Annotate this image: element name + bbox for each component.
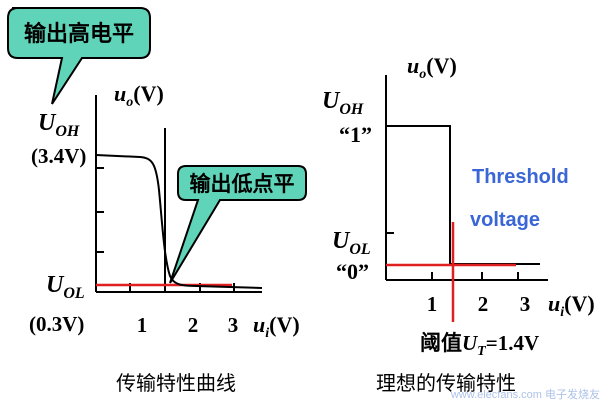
left-x-tick-label-2: 2 bbox=[188, 313, 199, 337]
right-x-tick-label-1: 1 bbox=[427, 292, 438, 316]
left-x-axis-unit: (V) bbox=[269, 312, 300, 337]
threshold-symbol: U bbox=[462, 331, 479, 355]
right-x-tick-label-3: 3 bbox=[520, 292, 531, 316]
left-uoh-subscript: OH bbox=[55, 123, 80, 140]
left-y-axis-symbol: u bbox=[114, 81, 126, 106]
threshold-text-line2: voltage bbox=[470, 209, 540, 231]
right-uoh-subscript: OH bbox=[339, 101, 364, 118]
right-caption: 理想的传输特性 bbox=[376, 372, 516, 395]
right-x-axis-label: ui(V) bbox=[548, 291, 595, 320]
right-y-axis-symbol: u bbox=[407, 53, 419, 78]
left-uoh-value: (3.4V) bbox=[31, 144, 86, 168]
right-ideal-step-curve bbox=[386, 125, 540, 265]
right-ideal-curve-panel: uo(V) UOH “1” UOL “0” Threshold voltage … bbox=[322, 53, 595, 395]
threshold-value-label: 阈值UT=1.4V bbox=[420, 331, 539, 359]
left-uol-symbol: U bbox=[46, 272, 65, 298]
left-x-tick-label-1: 1 bbox=[137, 313, 148, 337]
right-uol-label: UOL bbox=[332, 228, 371, 258]
callout-output-high bbox=[7, 7, 151, 105]
left-caption: 传输特性曲线 bbox=[116, 372, 236, 395]
left-x-axis-label: ui(V) bbox=[253, 312, 300, 341]
watermark: www.elecfans.com 电子发烧友 bbox=[450, 387, 600, 401]
right-uol-subscript: OL bbox=[349, 241, 371, 258]
left-x-axis-symbol: u bbox=[253, 312, 265, 337]
right-x-tick-label-2: 2 bbox=[478, 292, 489, 316]
right-uoh-label: UOH bbox=[322, 88, 364, 118]
threshold-text-line1: Threshold bbox=[472, 166, 569, 188]
right-x-ticks bbox=[431, 272, 519, 280]
left-y-axis-label: uo(V) bbox=[114, 81, 164, 110]
left-y-axis-subscript: o bbox=[126, 95, 133, 110]
right-y-axis-unit: (V) bbox=[426, 53, 457, 78]
callout-output-low bbox=[169, 165, 307, 284]
right-uol-logic: “0” bbox=[336, 259, 369, 284]
left-x-tick-label-3: 3 bbox=[228, 313, 239, 337]
threshold-cn-prefix: 阈值 bbox=[420, 331, 462, 355]
right-uol-symbol: U bbox=[332, 228, 351, 254]
left-y-axis-unit: (V) bbox=[133, 81, 164, 106]
left-uoh-symbol: U bbox=[38, 110, 57, 136]
right-y-axis-subscript: o bbox=[419, 67, 426, 82]
left-transfer-curve-panel: 输出高电平 输出低点平 uo(V) UOH bbox=[7, 7, 307, 395]
right-y-axis-label: uo(V) bbox=[407, 53, 457, 82]
left-y-ticks bbox=[96, 167, 104, 253]
left-x-axis-subscript: i bbox=[265, 326, 269, 341]
left-transfer-curve bbox=[95, 154, 263, 289]
right-x-axis-unit: (V) bbox=[564, 291, 595, 316]
callout-output-low-text: 输出低点平 bbox=[190, 172, 295, 196]
callout-output-high-text: 输出高电平 bbox=[24, 21, 134, 46]
right-x-axis-subscript: i bbox=[560, 305, 564, 320]
right-x-axis-symbol: u bbox=[548, 291, 560, 316]
threshold-value: =1.4V bbox=[486, 331, 539, 355]
right-uoh-symbol: U bbox=[322, 88, 341, 114]
right-uoh-logic: “1” bbox=[339, 122, 372, 147]
left-uol-subscript: OL bbox=[63, 285, 85, 302]
left-uol-label: UOL bbox=[46, 272, 85, 302]
threshold-subscript: T bbox=[477, 344, 487, 359]
left-uol-value: (0.3V) bbox=[29, 312, 84, 336]
left-uoh-label: UOH bbox=[38, 110, 80, 140]
